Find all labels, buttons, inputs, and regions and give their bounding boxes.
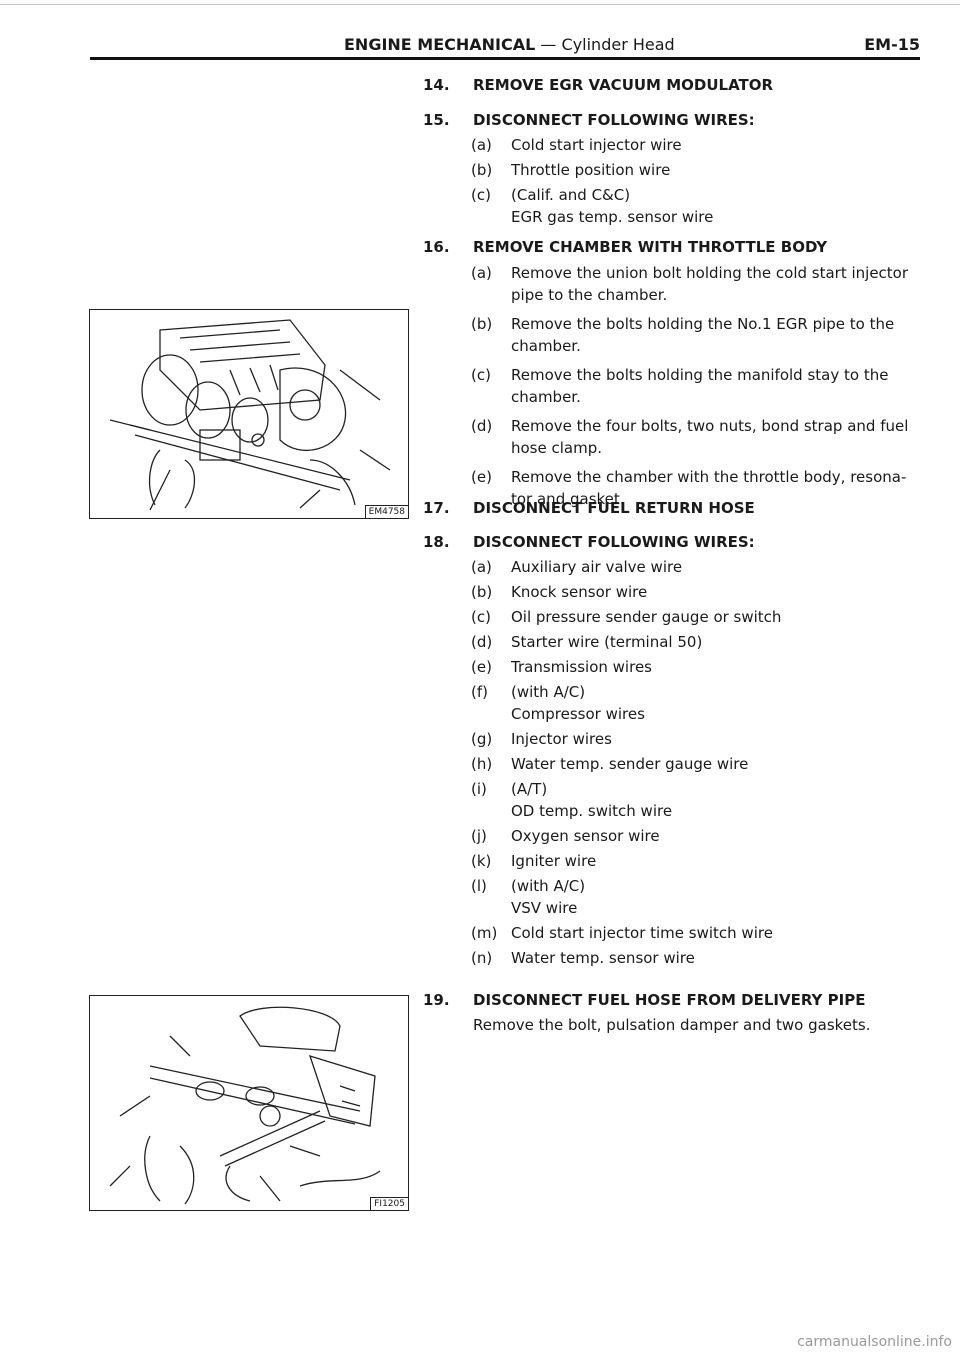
step-number: 19. [423, 991, 450, 1009]
item-text: Cold start injector wire [511, 136, 682, 154]
figure-code: FI1205 [370, 1197, 408, 1210]
list-item: (j)Oxygen sensor wire [471, 827, 660, 845]
item-text: Remove the four bolts, two nuts, bond st… [511, 417, 909, 457]
list-item: (b) Remove the bolts holding the No.1 EG… [471, 313, 923, 357]
step-16: 16. REMOVE CHAMBER WITH THROTTLE BODY (a… [423, 236, 923, 510]
item-label: (a) [471, 136, 492, 154]
step-title: DISCONNECT FUEL RETURN HOSE [473, 499, 755, 517]
step-heading: 19. DISCONNECT FUEL HOSE FROM DELIVERY P… [423, 989, 923, 1011]
item-label: (b) [471, 161, 493, 179]
list-item: (f)(with A/C)Compressor wires [471, 683, 645, 723]
item-label: (c) [471, 186, 491, 204]
step-title: DISCONNECT FUEL HOSE FROM DELIVERY PIPE [473, 991, 866, 1009]
item-label: (e) [471, 468, 492, 486]
header-title: ENGINE MECHANICAL — Cylinder Head [344, 35, 675, 54]
item-text: Remove the union bolt holding the cold s… [511, 264, 909, 304]
item-label: (b) [471, 315, 493, 333]
item-text: Throttle position wire [511, 161, 671, 179]
engine-illustration [109, 319, 391, 511]
step-title: DISCONNECT FOLLOWING WIRES: [473, 533, 755, 551]
fuel-hose-illustration [109, 1006, 381, 1205]
section-title: ENGINE MECHANICAL [344, 35, 536, 54]
list-item: (l)(with A/C)VSV wire [471, 877, 586, 917]
item-text: Remove the bolts holding the manifold st… [511, 366, 889, 406]
top-rule [0, 4, 960, 5]
step-title: REMOVE CHAMBER WITH THROTTLE BODY [473, 238, 828, 256]
step-number: 15. [423, 111, 450, 129]
list-item: (n)Water temp. sensor wire [471, 949, 695, 967]
list-item: (c)Oil pressure sender gauge or switch [471, 608, 782, 626]
header-dash: — [540, 35, 557, 54]
step-heading: 15. DISCONNECT FOLLOWING WIRES: [423, 109, 923, 131]
step-number: 17. [423, 499, 450, 517]
list-item: (b)Knock sensor wire [471, 583, 648, 601]
figure-chamber-removal: EM4758 [89, 309, 409, 519]
step-heading: 14. REMOVE EGR VACUUM MODULATOR [423, 74, 923, 96]
figure-code: EM4758 [364, 505, 408, 518]
page-header: ENGINE MECHANICAL — Cylinder Head EM-15 [90, 35, 920, 60]
step-18: 18. DISCONNECT FOLLOWING WIRES: (a)Auxil… [423, 531, 923, 969]
step-title: REMOVE EGR VACUUM MODULATOR [473, 76, 774, 94]
list-item: (c) Remove the bolts holding the manifol… [471, 364, 923, 408]
watermark: carmanualsonline.info [797, 1334, 952, 1350]
page-number: EM-15 [864, 35, 920, 54]
list-item: (m)Cold start injector time switch wire [471, 924, 773, 942]
step-number: 16. [423, 238, 450, 256]
list-item: (d)Starter wire (terminal 50) [471, 633, 703, 651]
list-item: (d) Remove the four bolts, two nuts, bon… [471, 415, 923, 459]
item-text: (Calif. and C&C) EGR gas temp. sensor wi… [511, 186, 714, 226]
step-title: DISCONNECT FOLLOWING WIRES: [473, 111, 755, 129]
step-note: Remove the bolt, pulsation damper and tw… [473, 1016, 871, 1034]
step-heading: 18. DISCONNECT FOLLOWING WIRES: [423, 531, 923, 553]
list-item: (k)Igniter wire [471, 852, 597, 870]
item-label: (d) [471, 417, 493, 435]
list-item: (a) Cold start injector wire [471, 134, 923, 156]
step-14: 14. REMOVE EGR VACUUM MODULATOR [423, 74, 923, 96]
figure-fuel-hose: FI1205 [89, 995, 409, 1211]
list-item: (c) (Calif. and C&C) EGR gas temp. senso… [471, 184, 923, 228]
step-19: 19. DISCONNECT FUEL HOSE FROM DELIVERY P… [423, 989, 923, 1036]
list-item: (h)Water temp. sender gauge wire [471, 755, 749, 773]
item-label: (c) [471, 366, 491, 384]
step-17: 17. DISCONNECT FUEL RETURN HOSE [423, 497, 923, 519]
item-label: (a) [471, 264, 492, 282]
list-item: (b) Throttle position wire [471, 159, 923, 181]
step-heading: 17. DISCONNECT FUEL RETURN HOSE [423, 497, 923, 519]
step-number: 18. [423, 533, 450, 551]
subsection-title: Cylinder Head [561, 35, 675, 54]
step-number: 14. [423, 76, 450, 94]
item-text: Remove the chamber with the throttle bod… [511, 468, 907, 508]
list-item: (e) Remove the chamber with the throttle… [471, 466, 923, 510]
list-item: (g)Injector wires [471, 730, 612, 748]
list-item: (i)(A/T)OD temp. switch wire [471, 780, 673, 820]
list-item: (a)Auxiliary air valve wire [471, 558, 683, 576]
list-item: (e)Transmission wires [471, 658, 652, 676]
step-15: 15. DISCONNECT FOLLOWING WIRES: (a) Cold… [423, 109, 923, 228]
item-text: Remove the bolts holding the No.1 EGR pi… [511, 315, 895, 355]
step-heading: 16. REMOVE CHAMBER WITH THROTTLE BODY [423, 236, 923, 258]
list-item: (a) Remove the union bolt holding the co… [471, 262, 923, 306]
